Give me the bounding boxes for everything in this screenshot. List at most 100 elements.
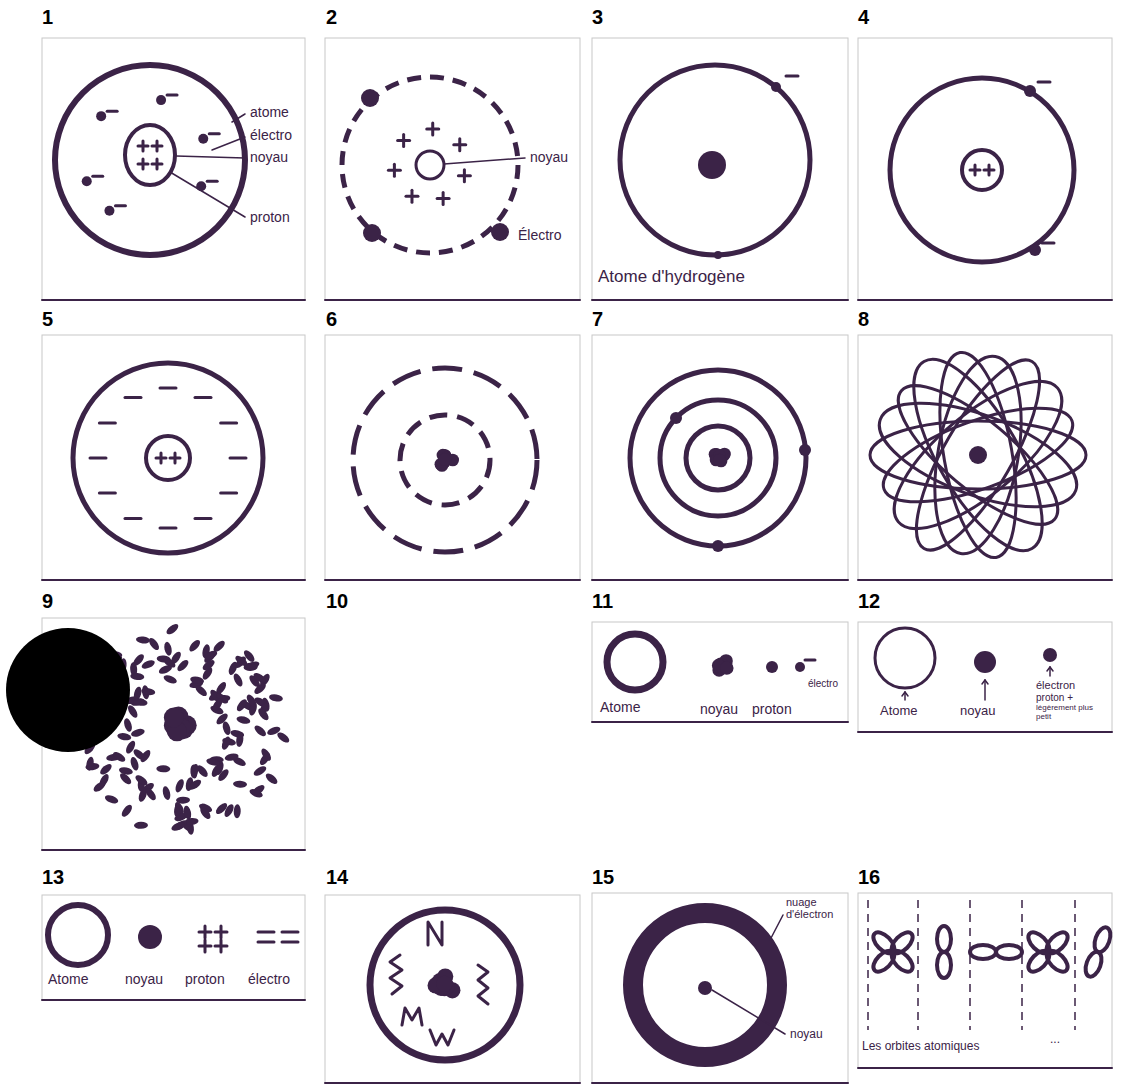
nucleus-dot: [138, 925, 162, 949]
panel-edge: [858, 1067, 1112, 1069]
panel-frame: [592, 893, 848, 1083]
orbital-lobe: [937, 926, 951, 952]
panel-border: [858, 38, 1112, 300]
panel-number: 3: [592, 6, 603, 28]
divider-line: [917, 900, 919, 1030]
electron-cloud-speck: [92, 780, 107, 794]
atom-sketch-15: [633, 913, 785, 1057]
nucleus-dot: [698, 981, 712, 995]
panel-number: 12: [858, 590, 880, 612]
panel-number: 5: [42, 308, 53, 330]
atom-sketch-1: [55, 65, 245, 255]
divider-line: [1021, 900, 1023, 1030]
panel-border: [858, 622, 1112, 732]
panel-frame: [325, 895, 580, 1083]
plus-sign: [204, 926, 207, 938]
electron-cloud-speck: [236, 715, 251, 725]
part-label: noyau: [790, 1028, 823, 1041]
electron-cloud-speck: [268, 693, 283, 702]
minus-sign: [207, 180, 217, 183]
electron-cloud-speck: [147, 636, 161, 651]
electron-cloud-speck: [174, 778, 186, 794]
plus-sign: [220, 940, 223, 952]
orbit-loop: [880, 365, 1077, 546]
minus-sign: [221, 492, 237, 495]
electron-dot: [670, 412, 682, 424]
plus-sign: [156, 159, 159, 169]
orbital-lobe: [870, 929, 898, 957]
nucleus-outline: [125, 125, 175, 185]
atom-outline: [620, 65, 810, 255]
minus-sign: [195, 517, 211, 520]
panel-number: 8: [858, 308, 869, 330]
atom-outline: [370, 910, 520, 1060]
plus-sign: [402, 134, 405, 146]
panel-frame: [858, 622, 1112, 732]
atom-sketch-11: [607, 634, 815, 690]
panel-number: 14: [326, 866, 348, 888]
nucleus-dot: [698, 151, 726, 179]
electron-cloud-speck: [163, 641, 173, 656]
electron-cloud-speck: [120, 803, 134, 818]
electron-cloud-speck: [134, 773, 149, 787]
part-label: Électro: [518, 228, 562, 243]
panel-edge: [592, 721, 848, 723]
electron-cloud-speck: [276, 731, 291, 745]
atom-outline: [890, 78, 1074, 262]
electron-cloud-speck: [141, 687, 156, 696]
electron-cloud-speck: [144, 786, 158, 801]
electron-dot: [104, 206, 114, 216]
atom-sketch-9: [6, 622, 291, 835]
electron-cloud-speck: [211, 697, 225, 713]
minus-sign: [125, 396, 141, 399]
leader-line: [232, 114, 245, 122]
nucleus-dot: [969, 446, 987, 464]
panel-number: 9: [42, 590, 53, 612]
squiggle: [390, 955, 402, 994]
part-label: Atome: [600, 700, 640, 715]
electron-cloud-speck: [251, 783, 266, 797]
arrow-head: [985, 680, 988, 684]
plus-sign: [160, 453, 163, 463]
plus-sign: [204, 940, 207, 952]
electron-cloud-speck: [156, 765, 170, 772]
panel-frame: [592, 622, 848, 722]
panel-frame: [42, 38, 305, 300]
part-label: noyau: [700, 702, 738, 717]
electron-cloud-speck: [264, 772, 279, 786]
panel-edge: [42, 849, 305, 851]
panel-edge: [592, 579, 848, 581]
electron-dot: [156, 95, 166, 105]
electron-cloud-speck: [221, 721, 232, 736]
electron-cloud-speck: [252, 764, 268, 777]
electron-cloud-speck: [198, 805, 212, 820]
panel-number: 1: [42, 6, 53, 28]
leader-line: [212, 137, 245, 150]
caption-label: Les orbites atomiques: [862, 1040, 979, 1053]
electron-shell: [353, 368, 537, 552]
atom-sketch-13: [48, 905, 298, 965]
leader-line: [176, 156, 245, 158]
minus-sign: [1042, 242, 1054, 245]
electron-cloud-speck: [216, 767, 230, 782]
orbital-lobe: [937, 952, 951, 978]
electron-cloud-speck: [187, 778, 202, 792]
part-label: atome: [250, 105, 289, 120]
panel-edge: [592, 299, 848, 301]
divider-line: [867, 900, 869, 1030]
electron-cloud-speck: [259, 747, 272, 763]
panel-edge: [42, 999, 305, 1001]
electron-cloud-speck: [126, 704, 139, 720]
panel-edge: [325, 579, 580, 581]
atom-outline: [607, 634, 663, 690]
orbit-loop: [870, 421, 1086, 489]
electron-dot: [714, 251, 722, 259]
electron-cloud-speck: [245, 693, 258, 709]
electron-cloud-speck: [130, 727, 145, 738]
nucleus-outline: [962, 150, 1002, 190]
leader-line: [444, 158, 525, 164]
electron-cloud-speck: [189, 763, 199, 778]
panel-edge: [592, 1082, 848, 1084]
minus-sign: [786, 75, 798, 78]
